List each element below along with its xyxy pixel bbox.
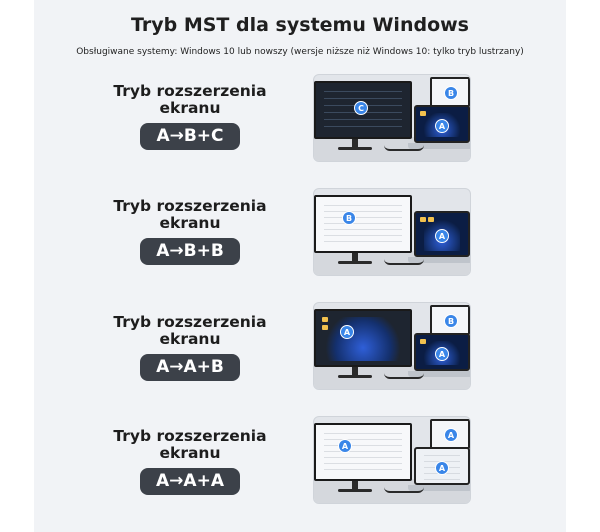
mode-2-label-line1: Tryb rozszerzenia [113,197,267,215]
mode-3-label-line2: ekranu [159,330,221,348]
mode-1-label-line2: ekranu [159,99,221,117]
tablet-screen: B [430,77,470,107]
page: Tryb MST dla systemu Windows Obsługiwane… [34,0,566,532]
external-monitor: C [314,81,412,139]
tablet-marker: B [444,314,458,328]
laptop-marker: A [435,461,449,475]
laptop-marker: A [435,347,449,361]
mode-2: Tryb rozszerzenia ekranu A→B+B [90,198,290,265]
mode-4: Tryb rozszerzenia ekranu A→A+A [90,428,290,495]
mode-3-badge: A→A+B [140,354,240,381]
mode-4-label-line2: ekranu [159,444,221,462]
cable [384,145,424,151]
folder-icon [322,325,328,330]
external-monitor: B [314,195,412,253]
page-title: Tryb MST dla systemu Windows [131,14,469,36]
tablet-screen: A [430,419,470,449]
monitor-marker: A [338,439,352,453]
mode-2-badge: A→B+B [140,238,240,265]
mode-3-label-line1: Tryb rozszerzenia [113,313,267,331]
monitor-marker: A [340,325,354,339]
folder-icon [420,111,426,116]
monitor-marker: C [354,101,368,115]
folder-icon [322,317,328,322]
external-monitor: A [314,309,412,367]
mode-4-badge: A→A+A [140,468,240,495]
mode-2-illustration: B A [313,188,471,276]
laptop-screen: A [414,105,470,143]
mode-3: Tryb rozszerzenia ekranu A→A+B [90,314,290,381]
laptop-screen: A [414,333,470,371]
mode-1: Tryb rozszerzenia ekranu A→B+C [90,83,290,150]
laptop-screen: A [414,447,470,485]
folder-icon [428,217,434,222]
tablet-screen: B [430,305,470,335]
laptop-marker: A [435,119,449,133]
folder-icon [420,339,426,344]
mode-3-illustration: A B A [313,302,471,390]
tablet-marker: B [444,86,458,100]
laptop-marker: A [435,229,449,243]
folder-icon [420,217,426,222]
monitor-marker: B [342,211,356,225]
mode-1-illustration: C B A [313,74,471,162]
laptop-screen: A [414,211,470,257]
tablet-marker: A [444,428,458,442]
page-subtitle: Obsługiwane systemy: Windows 10 lub nows… [76,47,524,57]
mode-2-label-line2: ekranu [159,214,221,232]
mode-4-label-line1: Tryb rozszerzenia [113,427,267,445]
mode-1-label-line1: Tryb rozszerzenia [113,82,267,100]
mode-4-illustration: A A A [313,416,471,504]
mode-1-badge: A→B+C [140,123,240,150]
external-monitor: A [314,423,412,481]
